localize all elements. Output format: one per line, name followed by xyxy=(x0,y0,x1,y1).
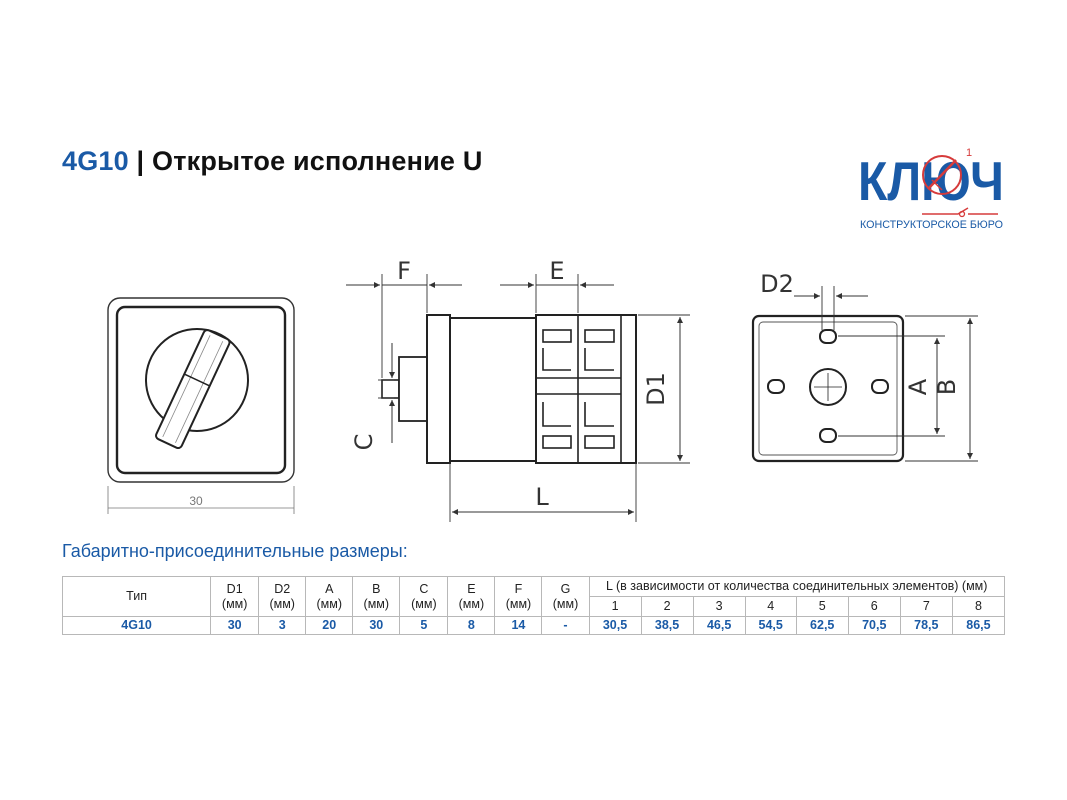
switch-handle xyxy=(155,329,231,450)
dim-label-e: E xyxy=(549,257,564,285)
cell-l-value: 46,5 xyxy=(692,616,746,635)
cell-d2: 3 xyxy=(258,616,307,635)
header-l-count: 2 xyxy=(640,596,694,617)
dim-label-f: F xyxy=(397,257,411,285)
cell-l-value: 30,5 xyxy=(588,616,642,635)
header-l-count: 1 xyxy=(588,596,642,617)
header-f: F(мм) xyxy=(494,576,543,617)
header-g: G(мм) xyxy=(541,576,590,617)
cell-d1: 30 xyxy=(210,616,260,635)
cell-f: 14 xyxy=(494,616,543,635)
logo-subtitle: КОНСТРУКТОРСКОЕ БЮРО xyxy=(860,219,1003,231)
header-l-count: 5 xyxy=(795,596,849,617)
rear-view: D2 A B xyxy=(751,270,978,463)
cell-type: 4G10 xyxy=(61,616,212,635)
cell-l-value: 38,5 xyxy=(640,616,694,635)
header-l-count: 6 xyxy=(847,596,901,617)
header-l-count: 8 xyxy=(951,596,1006,617)
title-separator: | xyxy=(128,146,153,176)
table-header-row: Тип D1(мм) D2(мм) A(мм) B(мм) C(мм) E(мм… xyxy=(61,576,1006,617)
header-l: L (в зависимости от количества соедините… xyxy=(588,576,1006,597)
cell-l-value: 78,5 xyxy=(899,616,953,635)
table-row: 4G10 30 3 20 30 5 8 14 - 30,5 38,5 46,5 … xyxy=(61,616,1006,635)
page-title: 4G10 | Открытое исполнение U xyxy=(62,146,483,177)
cell-e: 8 xyxy=(447,616,496,635)
table-subheader-row: 1 2 3 4 5 6 7 8 xyxy=(63,596,1006,617)
svg-text:1: 1 xyxy=(966,147,972,159)
dim-label-a: A xyxy=(904,378,932,395)
title-text: Открытое исполнение U xyxy=(152,146,483,176)
cell-a: 20 xyxy=(305,616,354,635)
logo-mark-icon: 1 xyxy=(922,147,998,218)
header-c: C(мм) xyxy=(399,576,449,617)
cell-l-value: 70,5 xyxy=(847,616,901,635)
header-l-count: 7 xyxy=(899,596,953,617)
front-width-label: 30 xyxy=(189,494,203,508)
dim-label-l: L xyxy=(535,483,549,511)
header-e: E(мм) xyxy=(447,576,496,617)
dim-label-d1: D1 xyxy=(642,372,670,406)
cell-b: 30 xyxy=(352,616,401,635)
dimensions-table: Тип D1(мм) D2(мм) A(мм) B(мм) C(мм) E(мм… xyxy=(61,576,1006,635)
header-b: B(мм) xyxy=(352,576,401,617)
dim-label-b: B xyxy=(933,379,961,395)
brand-logo: КЛЮЧ 1 КОНСТРУКТОРСКОЕ БЮРО xyxy=(858,142,1008,234)
dim-label-d2: D2 xyxy=(760,270,794,298)
cell-c: 5 xyxy=(399,616,449,635)
technical-drawings: 30 F E C xyxy=(107,257,978,522)
cell-l-value: 54,5 xyxy=(744,616,797,635)
cell-g: - xyxy=(541,616,590,635)
header-l-count: 4 xyxy=(744,596,797,617)
header-type: Тип xyxy=(61,576,212,617)
front-view: 30 xyxy=(107,297,295,514)
header-l-count: 3 xyxy=(692,596,746,617)
header-a: A(мм) xyxy=(305,576,354,617)
cell-l-value: 86,5 xyxy=(951,616,1006,635)
title-model: 4G10 xyxy=(62,146,129,176)
logo-graphic: КЛЮЧ 1 КОНСТРУКТОРСКОЕ БЮРО xyxy=(858,147,1004,231)
header-d1: D1(мм) xyxy=(210,576,260,617)
section-title: Габаритно-присоединительные размеры: xyxy=(62,541,408,561)
side-view: F E C D1 L xyxy=(346,257,690,522)
cell-l-value: 62,5 xyxy=(795,616,849,635)
dim-label-c: C xyxy=(350,434,378,451)
header-d2: D2(мм) xyxy=(258,576,307,617)
